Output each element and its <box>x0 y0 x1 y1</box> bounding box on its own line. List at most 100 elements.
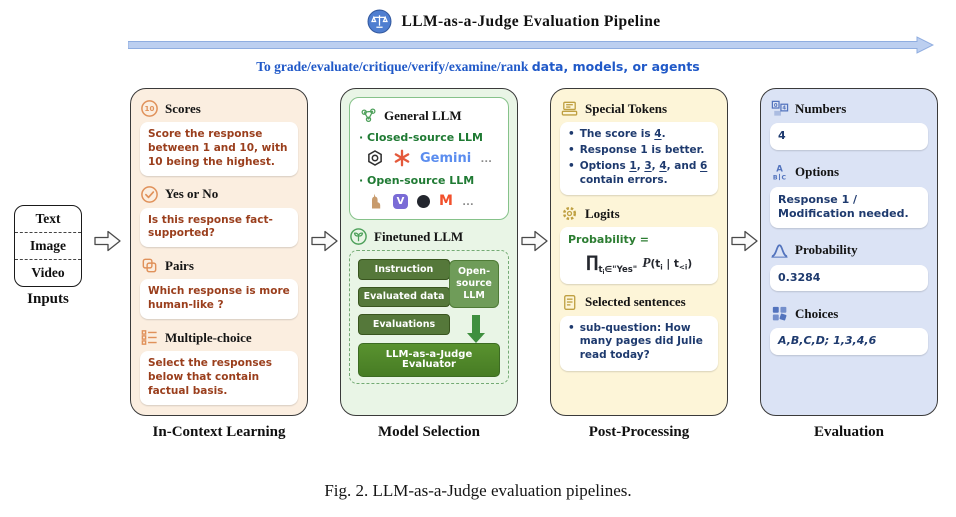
label-post-processing: Post-Processing <box>588 424 690 440</box>
bullet-row: •Response 1 is better. <box>568 144 710 158</box>
bullet-text: sub-question: How many pages did Julie r… <box>579 321 703 362</box>
pill-evaluated-data: Evaluated data <box>358 286 450 307</box>
svg-text:A: A <box>776 164 783 174</box>
mistral-logo-icon: M <box>439 193 453 209</box>
probability-label: Probability = <box>568 233 650 247</box>
section-title: Scores <box>165 100 201 116</box>
selected-sentences-header: Selected sentences <box>560 293 718 312</box>
scores-icon: 10 <box>140 99 159 118</box>
pill-instruction: Instruction <box>358 259 450 280</box>
logits-gear-icon <box>560 204 579 223</box>
section-title: Choices <box>795 305 839 321</box>
yes-no-section-header: Yes or No <box>140 185 298 204</box>
svg-text:4: 4 <box>782 106 786 112</box>
pairs-example-box: Which response is more human-like ? <box>140 279 298 320</box>
pairs-icon <box>140 256 159 275</box>
figure-caption: Fig. 2. LLM-as-a-Judge evaluation pipeli… <box>324 481 632 500</box>
yes-no-icon <box>140 185 159 204</box>
section-title: Finetuned LLM <box>374 228 464 244</box>
section-title: Yes or No <box>165 186 219 202</box>
general-llm-header: General LLM <box>359 106 499 125</box>
probability-header: Probability <box>770 241 928 260</box>
llama-logo-icon <box>366 192 384 210</box>
choices-header: Choices <box>770 304 928 323</box>
section-title: Numbers <box>795 100 847 116</box>
special-tokens-header: Special Tokens <box>560 99 718 118</box>
inputs-box: Text Image Video <box>14 205 82 287</box>
scores-section-header: 10 Scores <box>140 99 298 118</box>
special-tokens-icon <box>560 99 579 118</box>
section-title: Options <box>795 164 840 180</box>
ellipsis-text: … <box>461 194 475 208</box>
subtitle-objects: data, models, or agents <box>531 59 700 74</box>
dark-circle-logo-icon <box>417 194 430 208</box>
formula-arguments: (ti | t<i) <box>650 257 693 272</box>
probability-symbol: P <box>642 254 651 270</box>
inputs-label: Inputs <box>27 291 69 307</box>
selected-sentence-example-box: • sub-question: How many pages did Julie … <box>560 315 718 372</box>
gemini-wordmark: Gemini <box>420 150 472 166</box>
llm-judge-evaluator-box: LLM-as-a-Judge Evaluator <box>358 343 500 377</box>
pipeline-timeline-arrow-icon <box>128 36 934 54</box>
bullet-row: •Options 1, 3, 4, and 6 contain errors. <box>568 160 710 188</box>
pipeline-title-row: LLM-as-a-Judge Evaluation Pipeline <box>36 9 956 34</box>
choices-blocks-icon <box>770 304 789 323</box>
flow-arrow-icon <box>94 230 121 252</box>
finetuning-diagram: Instruction Evaluated data Evaluations O… <box>349 250 509 384</box>
flow-arrow-icon <box>311 230 338 252</box>
section-title: Logits <box>585 205 620 221</box>
section-title: Probability <box>795 242 858 258</box>
logits-formula: ∏ti∈"Yes" P(ti | t<i) <box>568 251 710 278</box>
product-symbol: ∏ <box>585 251 599 271</box>
input-video: Video <box>15 259 81 286</box>
open-source-label: · Open-source LLM <box>359 174 475 187</box>
probability-value-box: 0.3284 <box>770 264 928 292</box>
finetuned-llm-icon <box>349 227 368 246</box>
closed-source-label: · Closed-source LLM <box>359 131 483 144</box>
logits-formula-box: Probability = ∏ti∈"Yes" P(ti | t<i) <box>560 227 718 284</box>
bullet-row: • The score is 4. <box>568 128 710 142</box>
bullet-dot: • <box>568 128 575 140</box>
special-tokens-example-box: •The score is 4. •Response 1 is better. … <box>560 122 718 196</box>
bullet-row: • sub-question: How many pages did Julie … <box>568 322 710 364</box>
logits-header: Logits <box>560 204 718 223</box>
red-asterisk-logo-icon <box>393 149 411 167</box>
panel-post-processing: Special Tokens • The score is 4. •Respons… <box>550 88 728 416</box>
choices-value-box: A,B,C,D; 1,3,4,6 <box>770 328 928 355</box>
openai-logo-icon <box>366 149 384 167</box>
pill-evaluations: Evaluations <box>358 314 450 335</box>
flow-arrow-icon <box>731 230 758 252</box>
general-llm-card: General LLM · Closed-source LLM Gemini …… <box>349 97 509 220</box>
bullet-dot: • <box>568 321 575 334</box>
flow-arrow-icon <box>521 230 548 252</box>
multiple-choice-icon <box>140 328 159 347</box>
section-title: Selected sentences <box>585 294 686 310</box>
general-llm-icon <box>359 106 378 125</box>
scores-example-box: Score the response between 1 and 10, wit… <box>140 122 298 176</box>
options-value-box: Response 1 / Modification needed. <box>770 186 928 228</box>
pairs-section-header: Pairs <box>140 256 298 275</box>
svg-text:B: B <box>773 174 778 181</box>
bullet-text: Options 1, 3, 4, and 6 contain errors. <box>579 159 708 186</box>
ellipsis-text: … <box>480 151 494 165</box>
finetuned-llm-header: Finetuned LLM <box>349 227 509 246</box>
section-title: Special Tokens <box>585 100 668 116</box>
closed-source-brands: Gemini … <box>359 148 499 168</box>
product-subscript: ti∈"Yes" <box>598 264 638 276</box>
open-source-llm-box: Open-source LLM <box>449 260 499 308</box>
bullet-dot: • <box>568 143 575 156</box>
subtitle-verbs: To grade/evaluate/critique/verify/examin… <box>256 59 532 74</box>
pipeline-title: LLM-as-a-Judge Evaluation Pipeline <box>401 12 661 30</box>
vicuna-logo-icon: V <box>393 193 408 209</box>
input-text: Text <box>35 211 61 226</box>
yes-no-example-box: Is this response fact-supported? <box>140 207 298 248</box>
svg-text:C: C <box>782 174 787 181</box>
finetune-input-pills: Instruction Evaluated data Evaluations <box>358 259 450 335</box>
bullet-text: The score is 4. <box>579 128 666 140</box>
numbers-value-box: 4 <box>770 123 928 150</box>
